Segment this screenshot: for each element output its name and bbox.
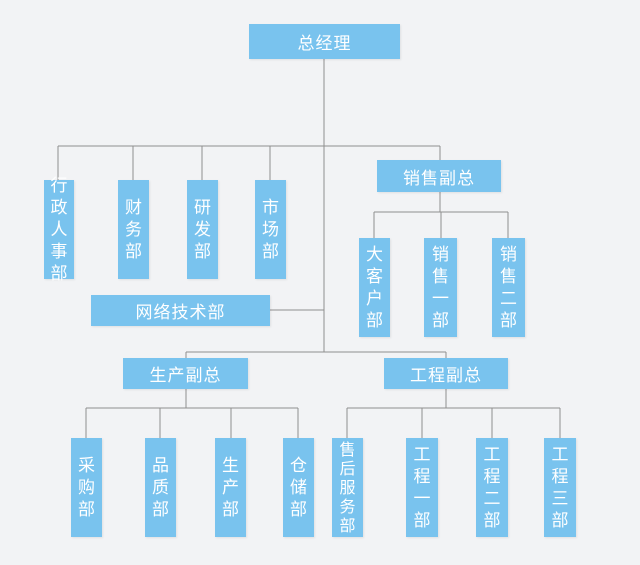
node-after-sales-dept: 售后服务部 [332,438,363,537]
node-admin-hr-dept: 行政人事部 [44,176,74,284]
node-production-vp: 生产副总 [123,358,248,389]
node-marketing-dept: 市场部 [255,180,286,279]
node-engineering-dept-3: 工程三部 [544,438,576,537]
node-engineering-dept-1: 工程一部 [406,438,438,537]
node-general-manager: 总经理 [249,24,400,59]
node-warehouse-dept: 仓储部 [283,438,314,537]
node-network-tech-dept: 网络技术部 [91,295,270,326]
node-sales-dept-1: 销售一部 [424,238,457,337]
node-sales-vp: 销售副总 [377,160,501,192]
node-finance-dept: 财务部 [118,180,149,279]
node-purchasing-dept: 采购部 [71,438,102,537]
node-rnd-dept: 研发部 [187,180,218,279]
node-engineering-dept-2: 工程二部 [476,438,508,537]
node-quality-dept: 品质部 [145,438,176,537]
node-production-dept: 生产部 [215,438,246,537]
node-sales-dept-2: 销售二部 [492,238,525,337]
node-engineering-vp: 工程副总 [384,358,508,389]
node-key-accounts-dept: 大客户部 [359,238,390,337]
